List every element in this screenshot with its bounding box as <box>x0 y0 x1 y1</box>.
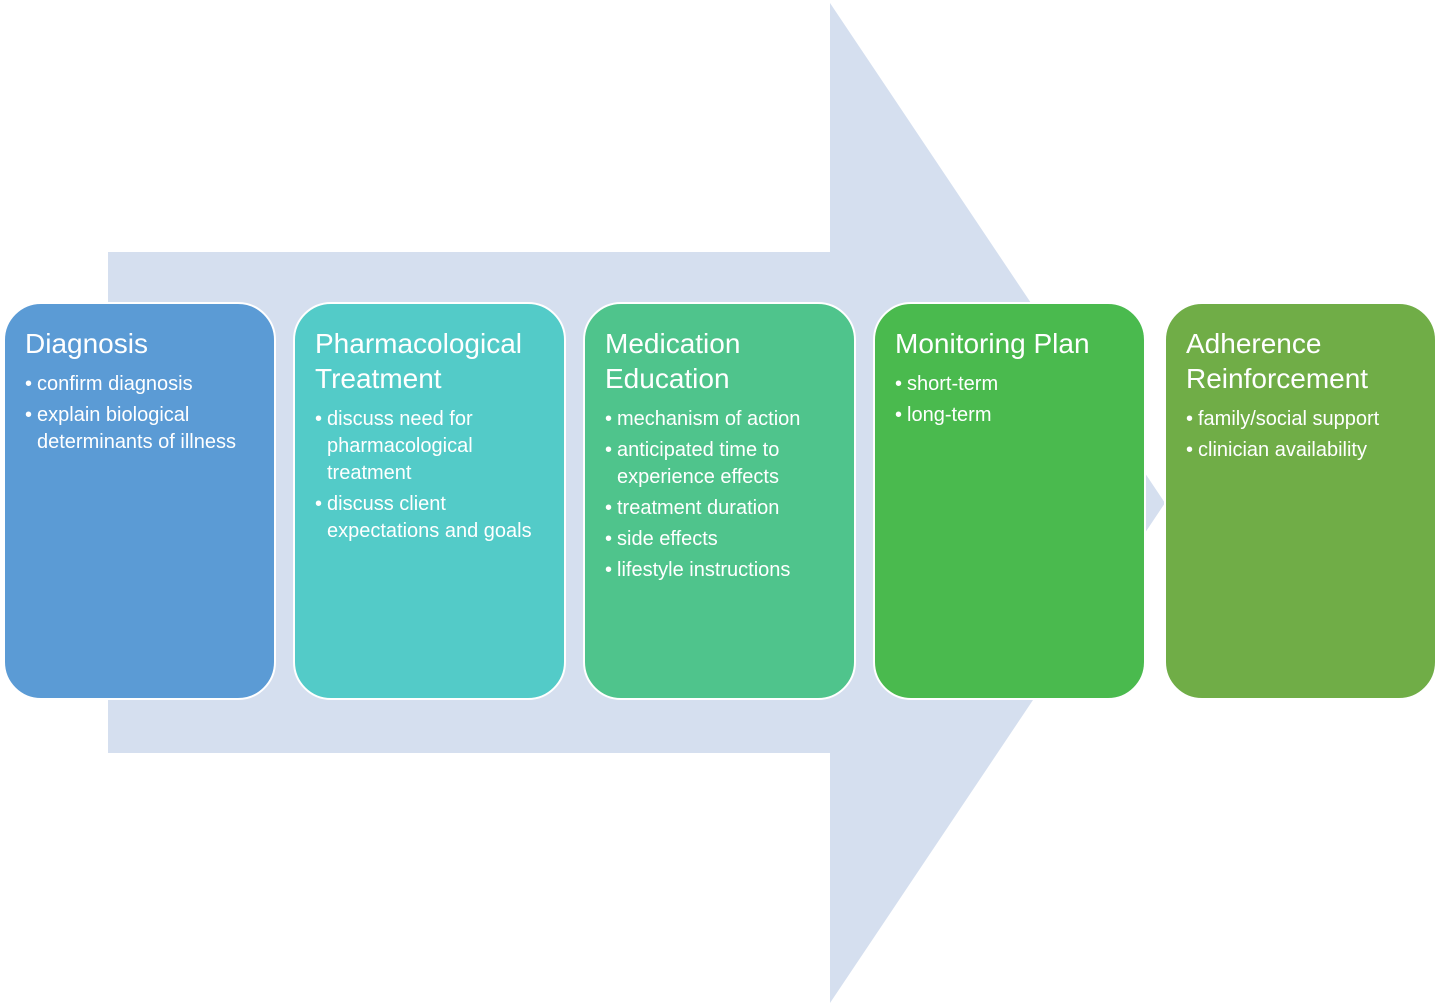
step-title: Pharmacological Treatment <box>315 328 522 394</box>
step-title: Medication Education <box>605 328 741 394</box>
step-bullet: anticipated time to experience effects <box>605 437 838 491</box>
step-pharmacological-treatment: Pharmacological Treatment discuss need f… <box>293 302 566 700</box>
step-diagnosis: Diagnosis confirm diagnosis explain biol… <box>3 302 276 700</box>
step-bullet: side effects <box>605 526 838 553</box>
step-bullet: explain biological determinants of illne… <box>25 402 258 456</box>
step-title: Monitoring Plan <box>895 328 1090 359</box>
step-bullet: lifestyle instructions <box>605 557 838 584</box>
step-bullet: treatment duration <box>605 495 838 522</box>
step-bullet: confirm diagnosis <box>25 371 258 398</box>
step-bullet-list: mechanism of action anticipated time to … <box>605 406 838 584</box>
step-adherence-reinforcement: Adherence Reinforcement family/social su… <box>1164 302 1437 700</box>
step-bullet-list: confirm diagnosis explain biological det… <box>25 371 258 456</box>
step-bullet-list: discuss need for pharmacological treatme… <box>315 406 548 545</box>
step-title: Adherence Reinforcement <box>1186 328 1369 394</box>
step-bullet: short-term <box>895 371 1128 398</box>
step-bullet: clinician availability <box>1186 437 1419 464</box>
step-monitoring-plan: Monitoring Plan short-term long-term <box>873 302 1146 700</box>
step-bullet-list: family/social support clinician availabi… <box>1186 406 1419 464</box>
step-bullet: discuss need for pharmacological treatme… <box>315 406 548 487</box>
step-bullet-list: short-term long-term <box>895 371 1128 429</box>
step-medication-education: Medication Education mechanism of action… <box>583 302 856 700</box>
step-bullet: mechanism of action <box>605 406 838 433</box>
step-bullet: discuss client expectations and goals <box>315 491 548 545</box>
step-title: Diagnosis <box>25 328 148 359</box>
step-bullet: family/social support <box>1186 406 1419 433</box>
step-bullet: long-term <box>895 402 1128 429</box>
